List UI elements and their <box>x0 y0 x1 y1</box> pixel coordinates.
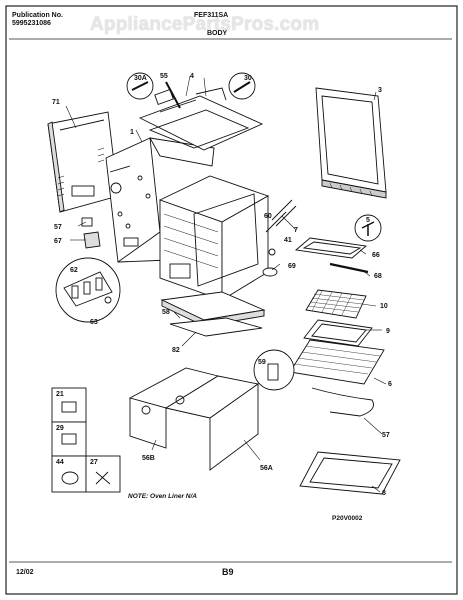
storage-drawer-part <box>299 451 401 495</box>
callout-10: 10 <box>380 303 388 310</box>
trim-68-part <box>329 262 369 274</box>
callout-3: 3 <box>378 87 382 94</box>
publication-label: Publication No. <box>12 12 63 19</box>
oven-liner-note: NOTE: Oven Liner N/A <box>128 493 197 500</box>
oven-body-frame <box>105 137 215 263</box>
model-number: FEF311SA <box>194 12 229 19</box>
part-57 <box>81 217 93 227</box>
footer-date: 12/02 <box>16 569 34 576</box>
bracket-30A-part <box>131 81 149 91</box>
back-panel-part <box>47 111 119 213</box>
drawing-number: P20V0002 <box>332 515 363 522</box>
callout-60: 60 <box>264 213 272 220</box>
parts-inset-boxes <box>51 387 121 493</box>
callout-58: 58 <box>162 309 170 316</box>
callout-29: 29 <box>56 425 64 432</box>
callout-44: 44 <box>56 459 64 466</box>
cap-44-part <box>61 471 79 485</box>
control-valve-assembly-part <box>63 271 113 307</box>
sensor-69-part <box>262 267 278 277</box>
broil-element-part <box>294 237 368 259</box>
callout-9: 9 <box>386 328 390 335</box>
callout-55: 55 <box>160 73 168 80</box>
cooktop-support-part <box>138 88 264 151</box>
section-title: BODY <box>207 30 228 37</box>
broil-pan-insert-part <box>305 289 367 319</box>
footer-page: B9 <box>222 567 234 577</box>
callout-5: 5 <box>366 217 370 224</box>
callout-1: 1 <box>130 129 134 136</box>
bake-element-bracket-part <box>265 199 297 233</box>
callout-68: 68 <box>374 273 382 280</box>
oven-cavity-part <box>158 175 270 301</box>
oven-bottom-part <box>160 291 266 337</box>
callout-30: 30 <box>244 75 252 82</box>
callout-8: 8 <box>382 490 386 497</box>
callout-30A: 30A <box>134 75 147 82</box>
knob-29-part <box>61 433 77 445</box>
clip-27-part <box>95 471 111 485</box>
bake-element-part <box>311 387 374 417</box>
page-border <box>5 5 458 595</box>
callout-71: 71 <box>52 99 60 106</box>
publication-number: 5995231086 <box>12 20 51 27</box>
callout-57b: 57 <box>382 432 390 439</box>
oven-insulation-part <box>128 367 260 471</box>
callout-57: 57 <box>54 224 62 231</box>
callout-82: 82 <box>172 347 180 354</box>
callout-69: 69 <box>288 263 296 270</box>
callout-62: 62 <box>70 267 78 274</box>
oven-rack-part <box>289 339 385 385</box>
bracket-4-part <box>195 87 227 101</box>
callout-67: 67 <box>54 238 62 245</box>
callout-56B: 56B <box>142 455 155 462</box>
callout-59: 59 <box>258 359 266 366</box>
leveler-5-part <box>361 221 375 236</box>
callout-27: 27 <box>90 459 98 466</box>
side-panel-part <box>315 87 387 199</box>
broil-pan-part <box>303 319 373 347</box>
callout-66: 66 <box>372 252 380 259</box>
callout-21: 21 <box>56 391 64 398</box>
bracket-55-part <box>165 81 181 109</box>
watermark: AppliancePartsPros.com <box>90 14 320 35</box>
callout-63: 63 <box>90 319 98 326</box>
callout-7: 7 <box>294 227 298 234</box>
knob-21-part <box>61 401 77 413</box>
bracket-30-part <box>233 81 251 93</box>
callout-41: 41 <box>284 237 292 244</box>
callout-4: 4 <box>190 73 194 80</box>
light-socket-59-part <box>267 363 279 381</box>
part-67 <box>83 231 101 249</box>
callout-56A: 56A <box>260 465 273 472</box>
callout-6: 6 <box>388 381 392 388</box>
